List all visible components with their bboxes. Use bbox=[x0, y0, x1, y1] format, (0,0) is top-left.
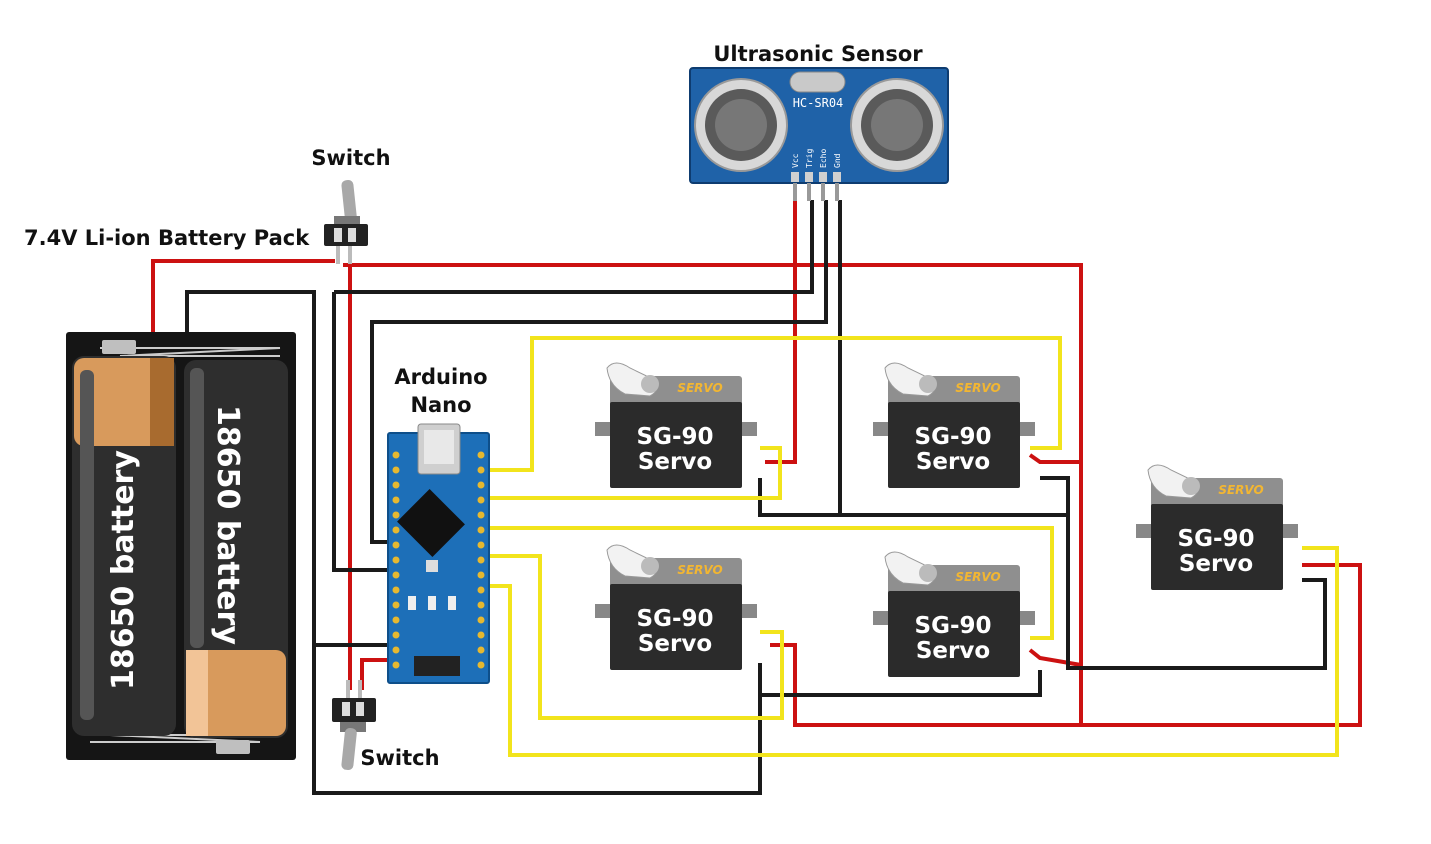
servo-3-brand: SERVO bbox=[677, 563, 722, 577]
servo-4-line1: SG-90 bbox=[915, 613, 992, 639]
servo-3-line1: SG-90 bbox=[637, 606, 714, 632]
servo-1: SERVO SG-90 Servo bbox=[595, 362, 757, 488]
servo-4-line2: Servo bbox=[916, 638, 990, 664]
wire-signal-servo5 bbox=[482, 546, 1339, 757]
servo-1-line2: Servo bbox=[638, 449, 712, 475]
servo-1-line1: SG-90 bbox=[637, 424, 714, 450]
servo-motor-icon: SERVO SG-90 Servo bbox=[595, 362, 757, 488]
wire-signal-servo3 bbox=[482, 526, 1054, 640]
servo-5-brand: SERVO bbox=[1218, 483, 1263, 497]
ultrasonic-sensor-title: Ultrasonic Sensor bbox=[713, 42, 923, 66]
wire-power-servo2 bbox=[1028, 453, 1081, 464]
battery-cell-right-label: 18650 battery bbox=[210, 405, 245, 645]
sensor-pin-vcc: Vcc bbox=[791, 153, 800, 168]
transducer-right-icon bbox=[850, 78, 944, 172]
wire-power-battery-to-switch bbox=[151, 259, 335, 333]
sensor-model-label: HC-SR04 bbox=[793, 96, 844, 110]
wire-gnd-servo2 bbox=[840, 476, 1070, 517]
battery-pack-label: 7.4V Li-ion Battery Pack bbox=[24, 226, 310, 250]
servo-2-brand: SERVO bbox=[955, 381, 1000, 395]
wires bbox=[151, 200, 1362, 795]
servo-5-line2: Servo bbox=[1179, 551, 1253, 577]
servo-5-line1: SG-90 bbox=[1178, 526, 1255, 552]
servo-motor-icon: SERVO SG-90 Servo bbox=[1136, 464, 1298, 590]
wire-signal-servo4 bbox=[482, 554, 784, 720]
wire-power-servo5 bbox=[1081, 563, 1362, 727]
servo-2: SERVO SG-90 Servo bbox=[873, 362, 1035, 488]
battery-cell-icon: 18650 battery bbox=[184, 360, 288, 754]
arduino-nano: Arduino Nano bbox=[387, 365, 490, 684]
servo-2-line2: Servo bbox=[916, 449, 990, 475]
arduino-label-line2: Nano bbox=[410, 393, 471, 417]
servo-motor-icon: SERVO SG-90 Servo bbox=[595, 544, 757, 670]
sensor-pin-echo: Echo bbox=[819, 149, 828, 168]
toggle-switch-icon bbox=[332, 680, 376, 771]
wire-signal-servo1-b bbox=[482, 446, 782, 500]
microcontroller-board-icon bbox=[387, 423, 490, 684]
battery-cell-icon: 18650 battery bbox=[72, 340, 176, 736]
switch-bottom-label: Switch bbox=[360, 746, 439, 770]
wire-signal-servo1 bbox=[482, 336, 1062, 472]
servo-3-line2: Servo bbox=[638, 631, 712, 657]
wire-gnd-bus-top bbox=[334, 200, 814, 294]
wire-gnd-battery bbox=[185, 290, 762, 795]
servo-1-brand: SERVO bbox=[677, 381, 722, 395]
servo-motor-icon: SERVO SG-90 Servo bbox=[873, 362, 1035, 488]
switch-top: Switch bbox=[311, 146, 391, 264]
servo-4-brand: SERVO bbox=[955, 570, 1000, 584]
ultrasonic-sensor: Ultrasonic Sensor HC-SR04 Vcc Trig Echo … bbox=[689, 42, 949, 201]
toggle-switch-icon bbox=[324, 179, 368, 264]
wire-gnd-servo-row bbox=[760, 670, 1042, 697]
servo-motor-icon: SERVO SG-90 Servo bbox=[873, 551, 1035, 677]
sensor-pin-trig: Trig bbox=[805, 149, 814, 168]
sensor-pin-gnd: Gnd bbox=[833, 153, 842, 168]
wire-gnd-sensor-trig bbox=[370, 200, 828, 544]
wire-power-servo4 bbox=[1028, 648, 1082, 667]
switch-bottom: Switch bbox=[332, 680, 440, 771]
servo-2-line1: SG-90 bbox=[915, 424, 992, 450]
transducer-left-icon bbox=[694, 78, 788, 172]
servo-3: SERVO SG-90 Servo bbox=[595, 544, 757, 670]
battery-pack: 18650 battery 18650 battery bbox=[66, 332, 296, 760]
servo-4: SERVO SG-90 Servo bbox=[873, 551, 1035, 677]
wire-gnd-servo5 bbox=[1066, 515, 1327, 670]
arduino-label-line1: Arduino bbox=[394, 365, 487, 389]
wire-power-main-bus bbox=[343, 263, 1083, 727]
servo-5: SERVO SG-90 Servo bbox=[1136, 464, 1298, 590]
battery-cell-left-label: 18650 battery bbox=[106, 450, 141, 690]
switch-top-label: Switch bbox=[311, 146, 390, 170]
wire-gnd-bus bbox=[332, 292, 392, 572]
wire-power-sensor-vcc bbox=[765, 200, 797, 464]
